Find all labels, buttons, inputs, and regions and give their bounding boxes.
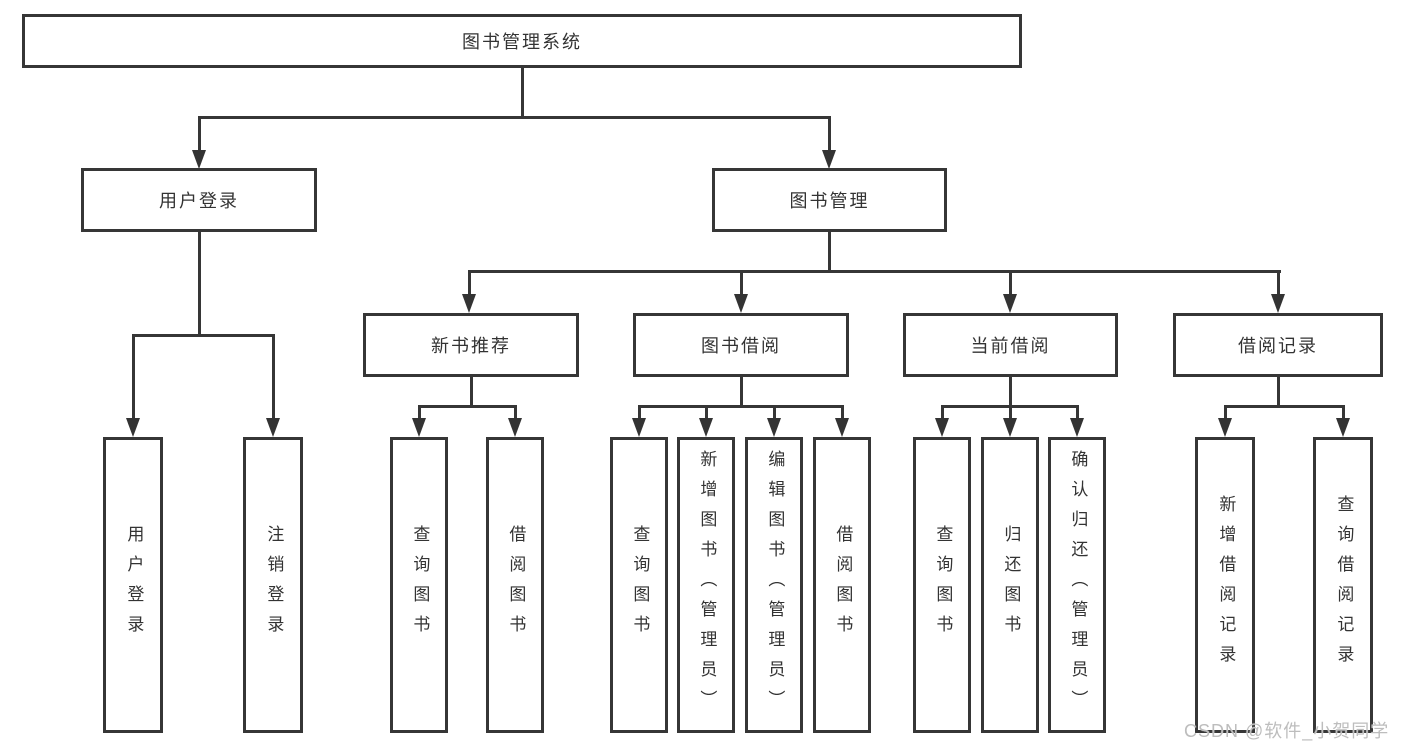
leaf-edit-books-admin-label: 编辑图书（管理员）	[765, 450, 785, 720]
arrow-down-icon	[266, 418, 280, 437]
arrow-down-icon	[412, 418, 426, 437]
connector-line	[940, 406, 944, 420]
connector-line	[1008, 271, 1012, 296]
arrow-down-icon	[835, 418, 849, 437]
connector-line	[1341, 406, 1345, 420]
leaf-query-books-recommend-label: 查询图书	[410, 525, 430, 645]
connector-line	[467, 269, 1281, 273]
leaf-query-books-recommend: 查询图书	[390, 437, 448, 733]
leaf-borrow-books-label: 借阅图书	[833, 525, 853, 645]
connector-line	[469, 377, 473, 408]
connector-line	[1276, 377, 1280, 408]
arrow-down-icon	[822, 150, 836, 169]
connector-line	[131, 335, 135, 420]
connector-line	[827, 232, 831, 273]
connector-line	[271, 335, 275, 420]
arrow-down-icon	[192, 150, 206, 169]
leaf-confirm-return-admin: 确认归还（管理员）	[1048, 437, 1106, 733]
node-borrow-record: 借阅记录	[1173, 313, 1383, 377]
leaf-logout-label: 注销登录	[264, 525, 284, 645]
connector-line	[467, 271, 471, 296]
leaf-add-borrow-record: 新增借阅记录	[1195, 437, 1255, 733]
leaf-query-books-current: 查询图书	[913, 437, 971, 733]
node-current-borrow: 当前借阅	[903, 313, 1118, 377]
leaf-borrow-books-recommend-label: 借阅图书	[506, 525, 526, 645]
arrow-down-icon	[1218, 418, 1232, 437]
leaf-return-books: 归还图书	[981, 437, 1039, 733]
connector-line	[197, 115, 831, 119]
connector-line	[1075, 406, 1079, 420]
connector-line	[637, 404, 844, 408]
connector-line	[417, 406, 421, 420]
connector-line	[637, 406, 641, 420]
leaf-logout: 注销登录	[243, 437, 303, 733]
leaf-confirm-return-admin-label: 确认归还（管理员）	[1068, 450, 1088, 720]
connector-line	[704, 406, 708, 420]
node-borrow-record-label: 借阅记录	[1238, 336, 1318, 356]
arrow-down-icon	[1271, 294, 1285, 313]
connector-line	[520, 66, 524, 118]
leaf-user-login: 用户登录	[103, 437, 163, 733]
csdn-watermark: CSDN @软件_小贺同学	[1184, 721, 1390, 741]
node-current-borrow-label: 当前借阅	[970, 336, 1051, 356]
connector-line	[513, 406, 517, 420]
node-new-book-recommend: 新书推荐	[363, 313, 579, 377]
leaf-add-books-admin: 新增图书（管理员）	[677, 437, 735, 733]
node-book-management-label: 图书管理	[789, 191, 870, 211]
arrow-down-icon	[699, 418, 713, 437]
leaf-query-books-borrow: 查询图书	[610, 437, 668, 733]
connector-line	[197, 232, 201, 336]
arrow-down-icon	[632, 418, 646, 437]
arrow-down-icon	[1070, 418, 1084, 437]
leaf-return-books-label: 归还图书	[1001, 525, 1021, 645]
leaf-borrow-books: 借阅图书	[813, 437, 871, 733]
connector-line	[827, 117, 831, 153]
node-new-book-recommend-label: 新书推荐	[431, 336, 511, 356]
connector-line	[197, 117, 201, 153]
node-user-login-label: 用户登录	[159, 191, 239, 211]
leaf-add-books-admin-label: 新增图书（管理员）	[697, 450, 717, 720]
node-book-management: 图书管理	[712, 168, 947, 232]
arrow-down-icon	[1003, 418, 1017, 437]
arrow-down-icon	[462, 294, 476, 313]
connector-line	[1008, 377, 1012, 408]
connector-line	[772, 406, 776, 420]
connector-line	[1008, 406, 1012, 420]
connector-line	[1223, 406, 1227, 420]
leaf-user-login-label: 用户登录	[124, 525, 144, 645]
connector-line	[417, 404, 517, 408]
arrow-down-icon	[734, 294, 748, 313]
connector-line	[1223, 404, 1345, 408]
node-root-label: 图书管理系统	[462, 32, 582, 52]
leaf-query-books-borrow-label: 查询图书	[630, 525, 650, 645]
node-root: 图书管理系统	[22, 14, 1022, 68]
connector-line	[840, 406, 844, 420]
leaf-query-borrow-record: 查询借阅记录	[1313, 437, 1373, 733]
arrow-down-icon	[935, 418, 949, 437]
leaf-edit-books-admin: 编辑图书（管理员）	[745, 437, 803, 733]
leaf-borrow-books-recommend: 借阅图书	[486, 437, 544, 733]
connector-line	[1276, 271, 1280, 296]
arrow-down-icon	[126, 418, 140, 437]
arrow-down-icon	[1336, 418, 1350, 437]
node-user-login: 用户登录	[81, 168, 317, 232]
arrow-down-icon	[508, 418, 522, 437]
arrow-down-icon	[1003, 294, 1017, 313]
connector-line	[739, 377, 743, 408]
connector-line	[739, 271, 743, 296]
leaf-query-borrow-record-label: 查询借阅记录	[1334, 495, 1354, 675]
node-book-borrow-label: 图书借阅	[701, 336, 781, 356]
connector-line	[131, 333, 275, 337]
node-book-borrow: 图书借阅	[633, 313, 849, 377]
leaf-query-books-current-label: 查询图书	[933, 525, 953, 645]
arrow-down-icon	[767, 418, 781, 437]
leaf-add-borrow-record-label: 新增借阅记录	[1216, 495, 1236, 675]
